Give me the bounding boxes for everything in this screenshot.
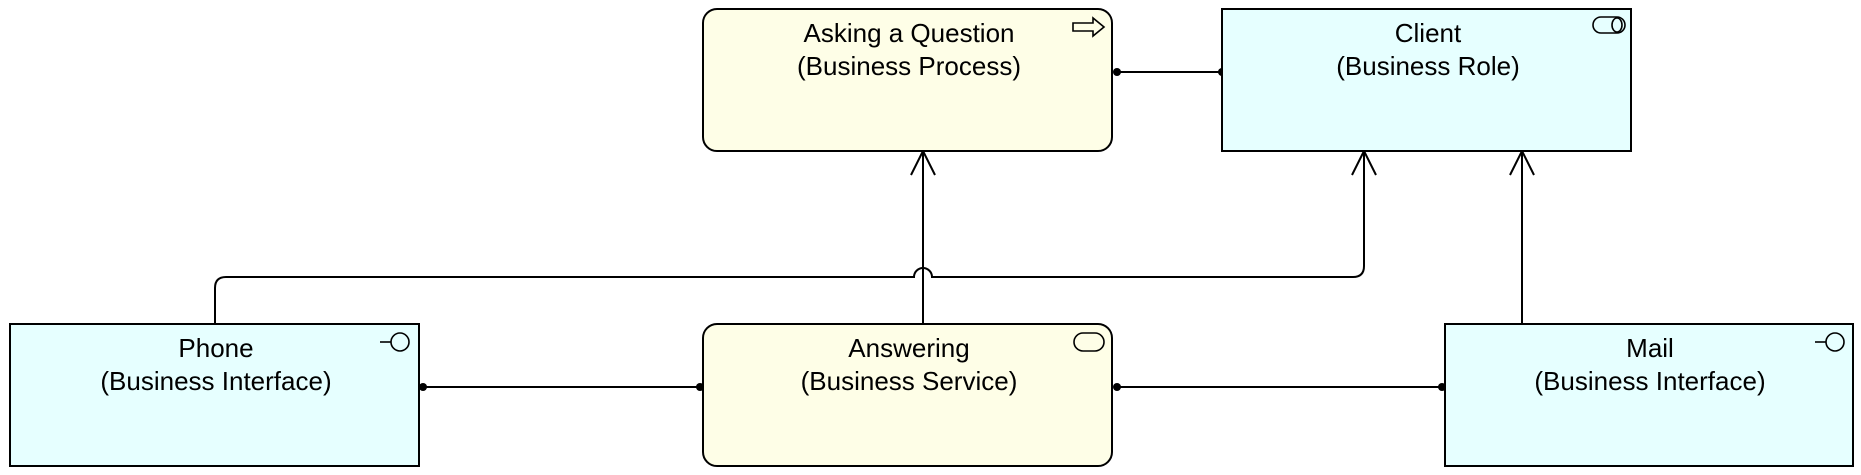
node-name: Phone bbox=[178, 333, 253, 363]
business-interface-icon bbox=[1815, 332, 1845, 352]
connection-dot bbox=[419, 383, 427, 391]
connection-dot bbox=[1113, 383, 1121, 391]
assignment-asking-to-client[interactable] bbox=[1113, 68, 1226, 76]
business-service-icon bbox=[1073, 332, 1105, 352]
business-process-icon bbox=[1072, 16, 1106, 38]
assignment-phone-to-answering[interactable] bbox=[419, 383, 704, 391]
node-name: Client bbox=[1395, 18, 1462, 48]
node-type-label: (Business Interface) bbox=[1534, 366, 1765, 396]
node-phone[interactable]: Phone (Business Interface) bbox=[9, 323, 420, 467]
serving-mail-to-client[interactable] bbox=[1509, 148, 1535, 324]
node-name: Answering bbox=[848, 333, 969, 363]
node-type-label: (Business Interface) bbox=[100, 366, 331, 396]
serving-phone-to-client[interactable] bbox=[214, 148, 1377, 324]
assignment-answering-to-mail[interactable] bbox=[1113, 383, 1446, 391]
node-name: Mail bbox=[1626, 333, 1674, 363]
serving-answering-to-asking[interactable] bbox=[910, 148, 936, 324]
node-client[interactable]: Client (Business Role) bbox=[1221, 8, 1632, 152]
node-asking-a-question[interactable]: Asking a Question (Business Process) bbox=[702, 8, 1113, 152]
node-mail[interactable]: Mail (Business Interface) bbox=[1444, 323, 1854, 467]
node-type-label: (Business Service) bbox=[801, 366, 1018, 396]
business-interface-icon bbox=[380, 332, 410, 352]
node-type-label: (Business Role) bbox=[1336, 51, 1520, 81]
node-answering[interactable]: Answering (Business Service) bbox=[702, 323, 1113, 467]
node-type-label: (Business Process) bbox=[797, 51, 1021, 81]
node-name: Asking a Question bbox=[803, 18, 1014, 48]
connections bbox=[214, 68, 1535, 391]
connection-dot bbox=[1113, 68, 1121, 76]
business-role-icon bbox=[1592, 16, 1626, 34]
